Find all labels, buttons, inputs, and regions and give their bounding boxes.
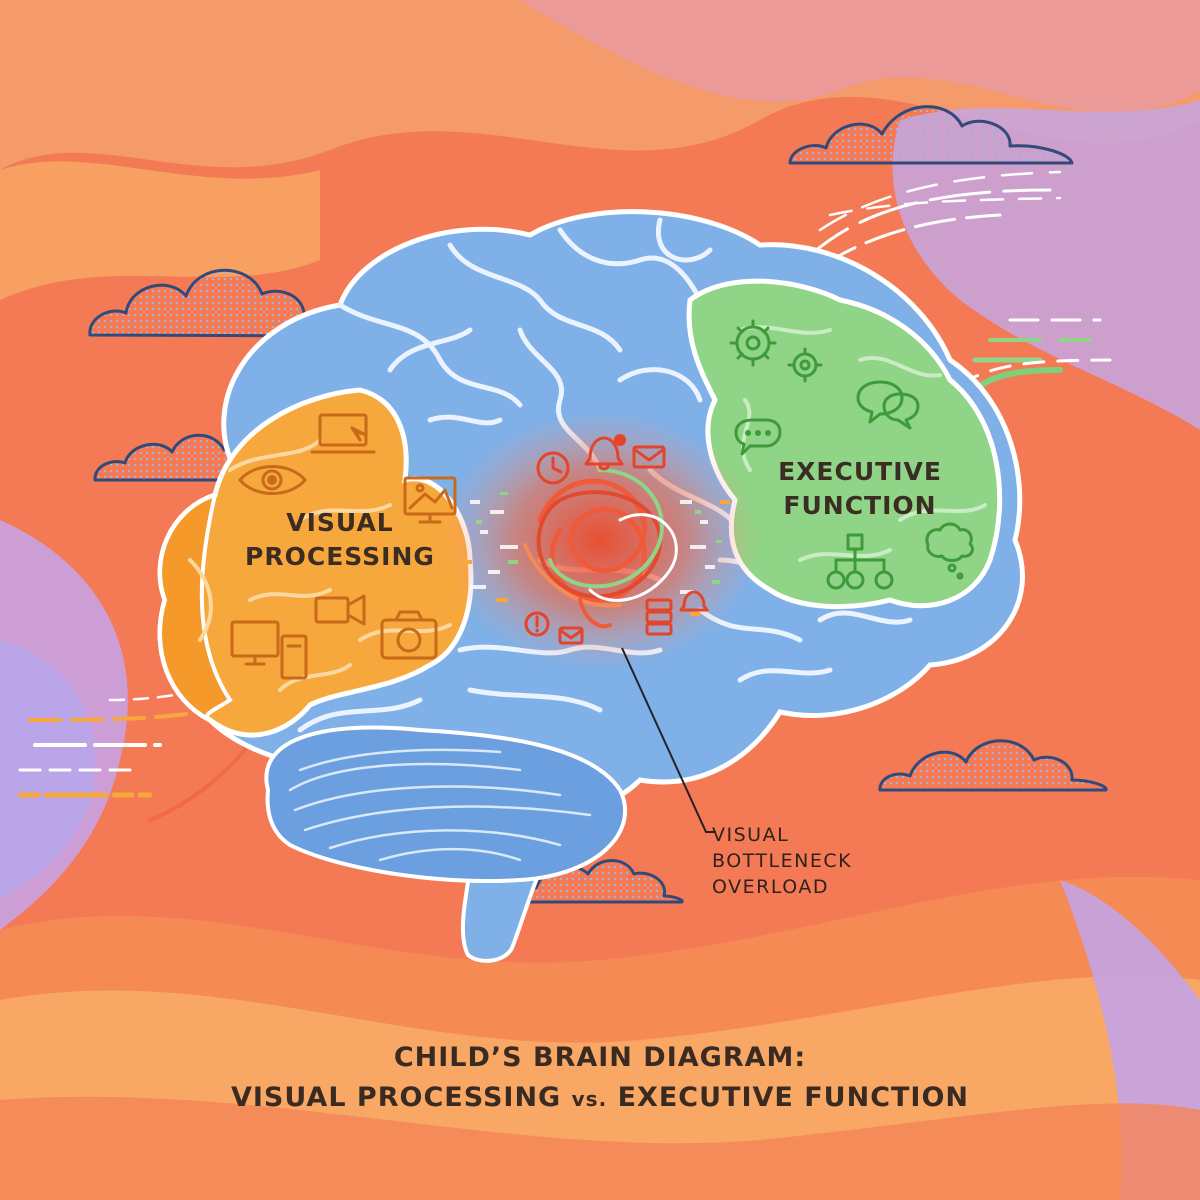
diagram-title-line-2: VISUAL PROCESSING vs. EXECUTIVE FUNCTION bbox=[0, 1078, 1200, 1119]
gears-icon bbox=[729, 319, 823, 383]
diagram-title: CHILD’S BRAIN DIAGRAM: VISUAL PROCESSING… bbox=[0, 1038, 1200, 1119]
photo-camera-icon bbox=[380, 610, 438, 660]
callout-leader-line bbox=[621, 647, 716, 833]
laptop-icon bbox=[310, 413, 376, 454]
picture-monitor-icon bbox=[403, 476, 457, 524]
bottleneck-hotspot bbox=[440, 410, 760, 670]
bell-icon bbox=[584, 436, 624, 471]
diagram-title-line-1: CHILD’S BRAIN DIAGRAM: bbox=[393, 1042, 807, 1073]
speech-bubbles-icon bbox=[856, 380, 920, 430]
mail-small-icon bbox=[558, 626, 584, 645]
video-camera-icon bbox=[314, 594, 366, 626]
bottleneck-callout-label: VISUAL BOTTLENECK OVERLOAD bbox=[712, 822, 852, 900]
eye-icon bbox=[238, 465, 307, 495]
visual-processing-label: VISUAL PROCESSING bbox=[240, 506, 440, 574]
email-icon bbox=[632, 445, 666, 469]
visual-processing-region bbox=[157, 387, 474, 738]
visual-processing-label-line-1: VISUAL bbox=[286, 508, 394, 537]
title-part-visual-processing: VISUAL PROCESSING bbox=[230, 1082, 562, 1113]
executive-function-label-line-2: FUNCTION bbox=[783, 491, 937, 520]
bottleneck-callout-line-2: BOTTLENECK bbox=[712, 850, 853, 872]
executive-function-label-line-1: EXECUTIVE bbox=[778, 457, 942, 486]
bottleneck-callout-line-3: OVERLOAD bbox=[712, 876, 829, 898]
small-alert-icon bbox=[614, 434, 626, 446]
tangled-knot-icon bbox=[523, 468, 678, 629]
title-part-executive-function: EXECUTIVE FUNCTION bbox=[617, 1082, 970, 1113]
server-icon bbox=[645, 598, 673, 636]
title-vs: vs. bbox=[571, 1087, 608, 1111]
bottleneck-callout-line-1: VISUAL bbox=[712, 824, 790, 846]
flowchart-icon bbox=[826, 533, 894, 590]
executive-function-label: EXECUTIVE FUNCTION bbox=[760, 455, 960, 523]
clock-icon bbox=[536, 451, 570, 485]
alert-icon bbox=[524, 611, 550, 637]
thought-bubble-icon bbox=[925, 522, 974, 580]
desktop-computer-icon bbox=[230, 620, 308, 680]
visual-processing-label-line-2: PROCESSING bbox=[245, 542, 435, 571]
bell-small-icon bbox=[679, 590, 709, 612]
chat-bubble-icon bbox=[734, 418, 782, 456]
